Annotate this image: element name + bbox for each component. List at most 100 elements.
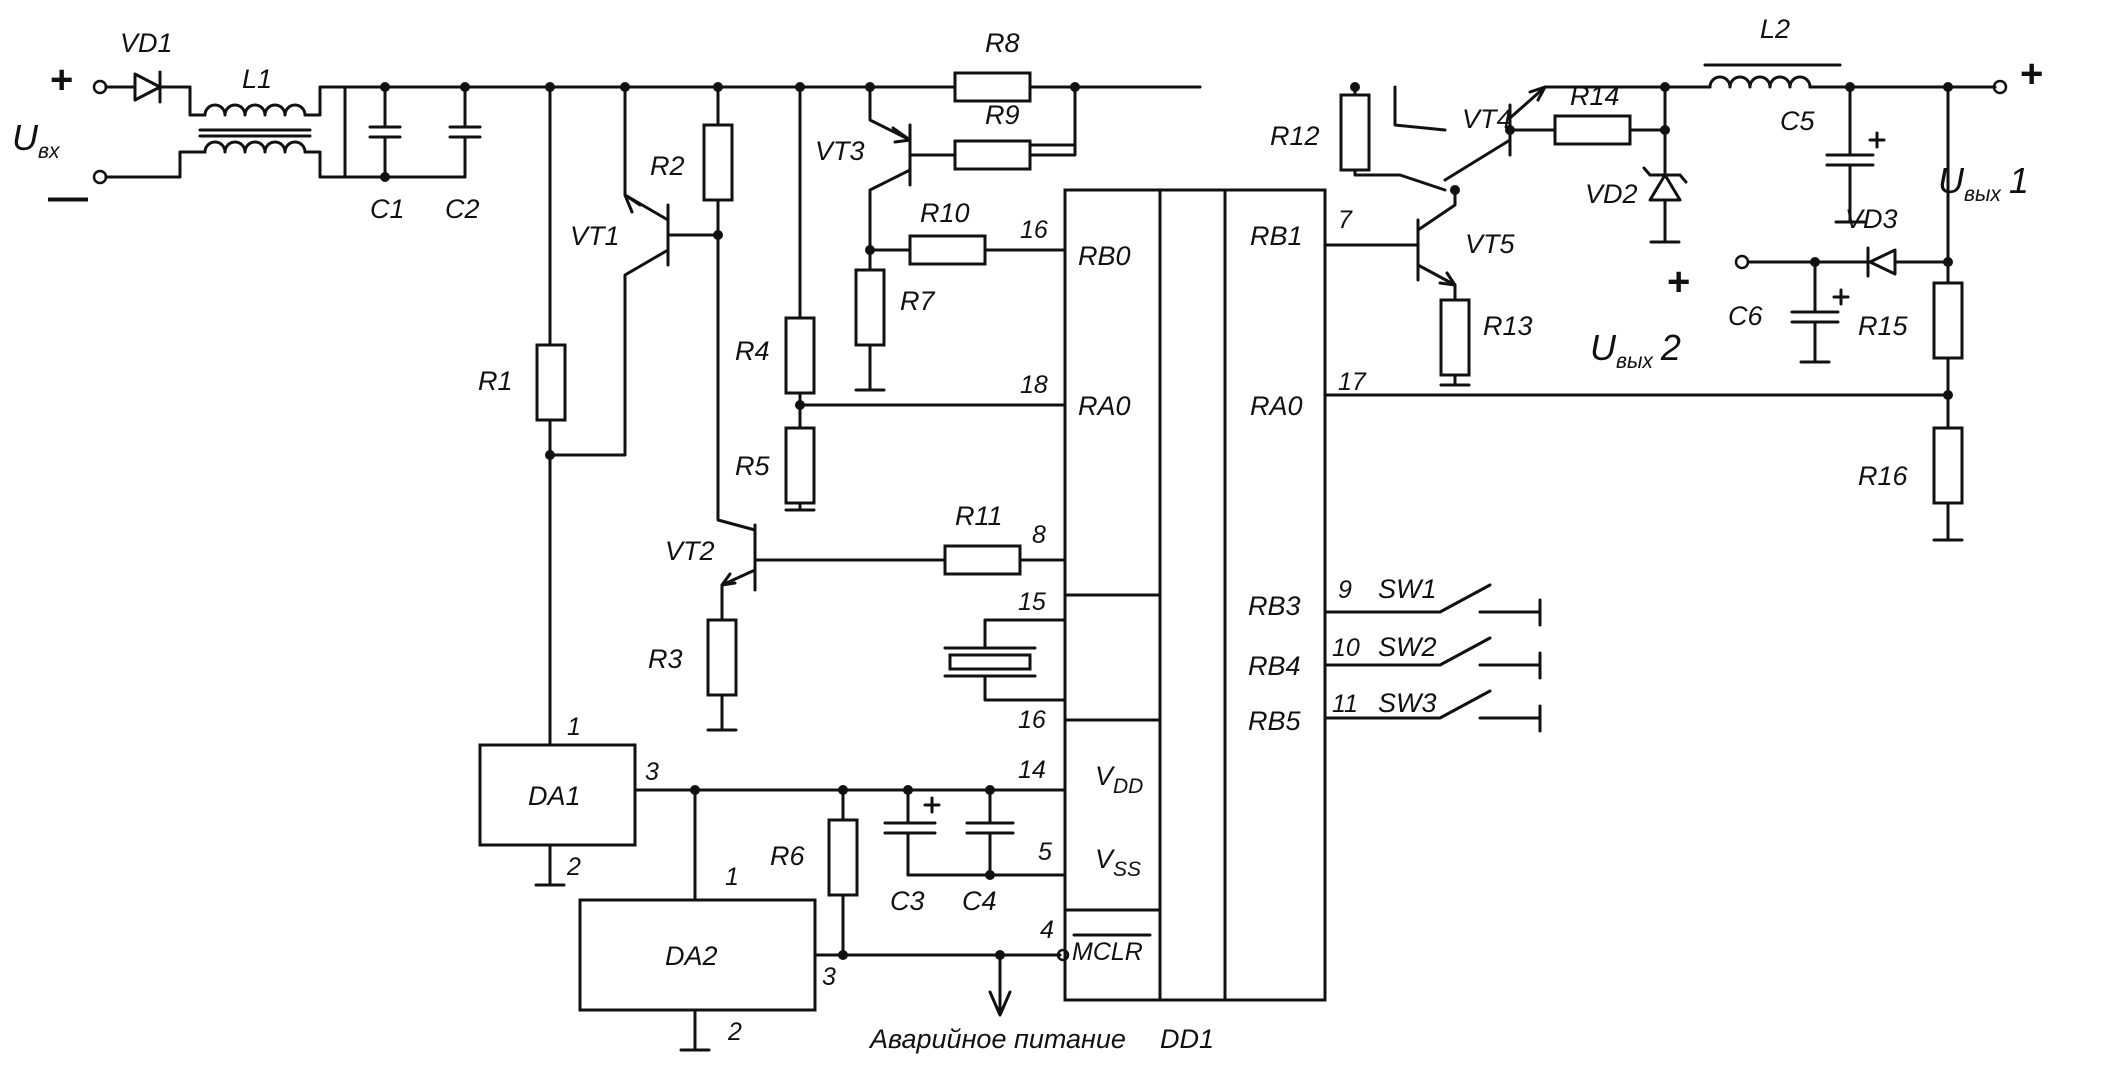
label-r16: R16 [1858,461,1909,491]
port-rb4: RB4 [1248,651,1301,681]
output-2-plus: + [1667,260,1690,304]
switch-sw1 [1323,583,1542,627]
pin-da2-2: 2 [727,1018,742,1046]
label-r10: R10 [920,198,970,228]
transistor-vt3 [868,85,912,252]
transistor-vt1 [548,85,720,457]
switch-sw3 [1323,689,1542,733]
port-vdd: VDD [1095,761,1143,798]
resistor-r15-r16 [1323,260,1964,542]
transistor-vt5 [1323,185,1460,302]
resistor-r12 [1339,82,1447,192]
label-l2: L2 [1760,14,1790,44]
label-l1: L1 [242,64,272,94]
label-r13: R13 [1483,311,1533,341]
label-r7: R7 [900,286,935,316]
resistor-r6 [827,788,859,957]
pin-da1-3: 3 [645,758,659,786]
label-r2: R2 [650,151,685,181]
port-rb0: RB0 [1078,241,1131,271]
pin-18: 18 [1020,371,1048,399]
zener-vd2 [1642,82,1688,244]
port-rb3: RB3 [1248,591,1301,621]
label-r12: R12 [1270,121,1320,151]
switch-sw2 [1323,636,1542,680]
label-vt2: VT2 [665,536,715,566]
pin-da2-1: 1 [725,863,739,891]
capacitor-c5 [1825,85,1886,224]
resistor-r4-r5 [784,85,1067,512]
resistor-r10 [868,234,1067,266]
capacitor-c6 [1790,260,1850,364]
label-da1: DA1 [528,781,581,811]
inductor-l2 [1588,63,1997,92]
label-r8: R8 [985,28,1020,58]
port-ra0-left: RA0 [1078,391,1131,421]
label-vt5: VT5 [1465,229,1516,259]
label-r4: R4 [735,336,770,366]
output-1-plus: + [2020,52,2043,96]
input-plus-sign: + [50,58,73,102]
pin-8: 8 [1032,521,1046,549]
label-r9: R9 [985,100,1020,130]
regulator-da2 [578,788,1070,1052]
resistor-r1 [535,85,567,747]
pin-5: 5 [1038,838,1052,866]
label-c5: C5 [1780,106,1815,136]
label-r6: R6 [770,841,805,871]
pin-4: 4 [1040,916,1054,944]
pin-14: 14 [1018,756,1046,784]
resistor-r2 [702,85,757,532]
label-r3: R3 [648,644,683,674]
label-vd1: VD1 [120,28,173,58]
pin-da1-2: 2 [566,853,581,881]
resistor-r9 [908,85,1077,171]
label-sw3: SW3 [1378,688,1437,718]
label-sw2: SW2 [1378,632,1437,662]
port-rb1: RB1 [1250,221,1303,251]
label-vd3: VD3 [1845,204,1898,234]
resistor-r14 [1508,114,1667,146]
label-c1: C1 [370,194,405,224]
pin-da1-1: 1 [567,713,581,741]
diode-vd1 [104,70,192,104]
pin-11: 11 [1332,690,1358,718]
label-c3: C3 [890,886,925,916]
capacitors-c1-c2 [343,82,482,182]
label-r5: R5 [735,451,770,481]
resistor-r7 [854,245,886,392]
label-sw1: SW1 [1378,574,1437,604]
label-c6: C6 [1728,301,1763,331]
input-minus-sign: — [48,175,88,219]
label-dd1: DD1 [1160,1024,1214,1054]
diode-vd3 [1734,85,1953,278]
pin-10: 10 [1332,634,1360,662]
resistor-r3 [706,618,738,732]
port-ra0-right: RA0 [1250,391,1303,421]
label-r15: R15 [1858,311,1909,341]
label-vt3: VT3 [815,136,865,166]
input-terminals: + — Uвх [12,58,108,219]
label-c2: C2 [445,194,480,224]
label-vt4: VT4 [1462,104,1512,134]
resistor-r13 [1439,298,1471,387]
label-r1: R1 [478,366,513,396]
resistor-r11 [943,544,1067,576]
resistor-r8 [953,71,1032,103]
crystal-resonator [943,593,1067,722]
regulator-da1 [478,743,1067,887]
label-r11: R11 [955,501,1003,531]
port-rb5: RB5 [1248,706,1302,736]
pin-16-rb0: 16 [1020,216,1048,244]
pin-da2-3: 3 [822,963,836,991]
transistor-vt2 [720,523,947,622]
label-c4: C4 [962,886,997,916]
label-da2: DA2 [665,941,718,971]
label-vt1: VT1 [570,221,620,251]
port-mclr: MCLR [1072,938,1143,966]
